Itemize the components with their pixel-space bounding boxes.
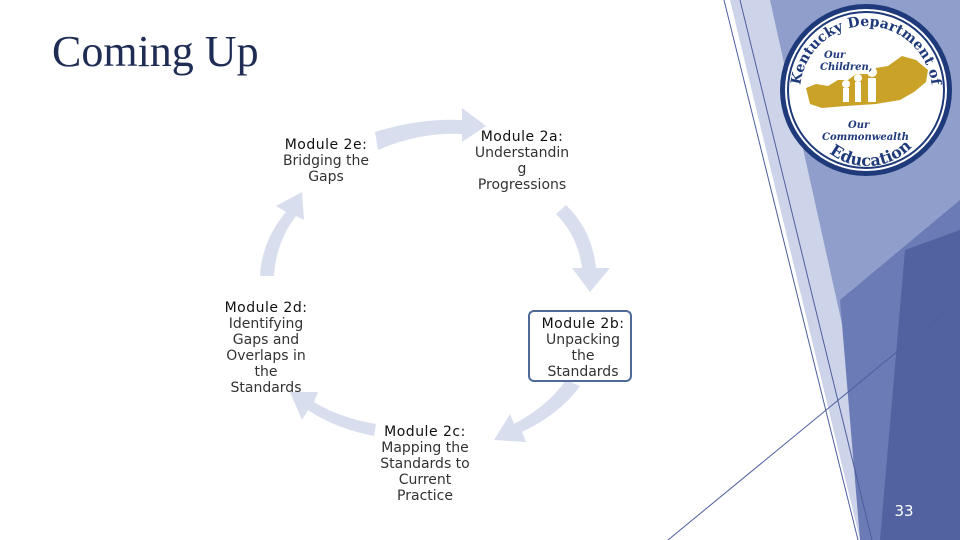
module-2e-desc-line2: Gaps [308, 169, 344, 185]
module-2e-desc-line1: Bridging the [282, 153, 370, 169]
logo-line1: Our [824, 50, 846, 61]
children-silhouette-icon [842, 67, 877, 102]
module-2d-desc-line3: Overlaps in [226, 348, 306, 364]
module-2b-desc-line2: the [571, 348, 595, 364]
module-2a-desc-line1: Understandin [474, 145, 570, 161]
arrow-d-to-e [260, 192, 304, 276]
module-2b-desc-line3: Standards [547, 364, 619, 380]
module-2d-desc-line2: Gaps and [232, 332, 300, 348]
module-2a-desc-line2: g [517, 161, 527, 177]
bg-line-3 [667, 299, 960, 540]
kentucky-state-shape [806, 56, 928, 108]
module-2d-desc-line4: the [254, 364, 278, 380]
bg-panel-deep [880, 230, 960, 540]
module-2c-node: Module 2c: Mapping the Standards to Curr… [366, 424, 484, 504]
module-2c-desc-line1: Mapping the [381, 440, 469, 456]
module-2d-desc-line1: Identifying [228, 316, 304, 332]
bg-line-2 [739, 0, 873, 540]
module-2a-heading: Module 2a: [480, 129, 564, 145]
logo-inner-border [787, 11, 945, 169]
kde-logo: Kentucky Department of Our Children, Our… [780, 4, 952, 176]
logo-line2: Children, [820, 62, 872, 73]
module-2e-node: Module 2e: Bridging the Gaps [266, 137, 386, 185]
arrow-c-to-d [290, 392, 376, 436]
module-2a-node: Module 2a: Understandin g Progressions [462, 129, 582, 193]
arrow-b-to-c [494, 380, 580, 442]
arrow-a-to-b [556, 205, 610, 292]
module-2d-node: Module 2d: Identifying Gaps and Overlaps… [210, 300, 322, 396]
module-2c-desc-line4: Practice [397, 488, 453, 504]
module-2c-heading: Module 2c: [384, 424, 466, 440]
logo-line4: Commonwealth [822, 132, 909, 143]
module-2b-desc-line1: Unpacking [545, 332, 621, 348]
module-2c-desc-line2: Standards to [380, 456, 470, 472]
arrow-e-to-a [375, 108, 486, 150]
module-2d-heading: Module 2d: [224, 300, 308, 316]
logo-line3: Our [848, 120, 870, 131]
module-2e-heading: Module 2e: [284, 137, 368, 153]
bg-line-1 [723, 0, 859, 540]
module-2b-box [528, 310, 632, 382]
module-2d-desc-line5: Standards [230, 380, 302, 396]
module-2c-desc-line3: Current [398, 472, 452, 488]
page-number: 33 [894, 502, 914, 520]
module-2b-heading: Module 2b: [541, 316, 625, 332]
slide-title: Coming Up [52, 27, 259, 76]
module-2b-node: Module 2b: Unpacking the Standards [528, 316, 638, 380]
module-2a-desc-line3: Progressions [477, 177, 567, 193]
